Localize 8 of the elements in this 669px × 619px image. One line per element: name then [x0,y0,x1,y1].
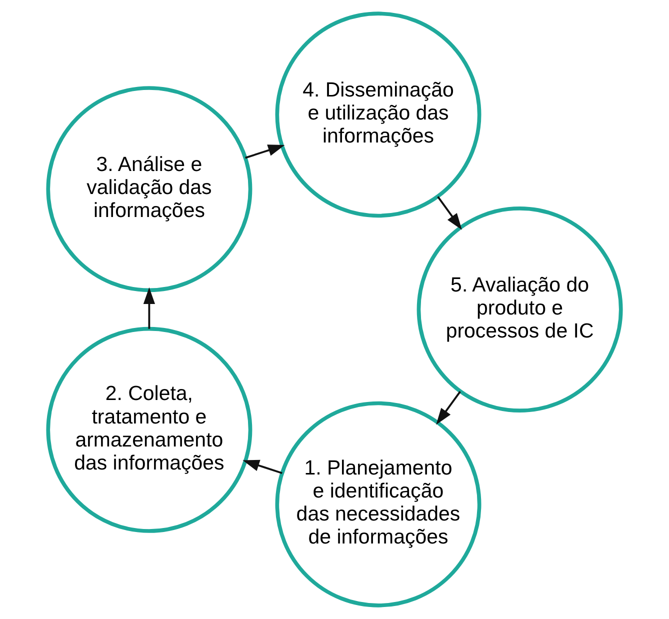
arrow [436,391,461,425]
arrow [437,196,462,230]
node-circle: 1. Planejamento e identificação das necessidades de informações [275,401,482,608]
arrow [143,287,156,329]
node-circle: 2. Coleta, tratamento e armazenamento das informações [46,326,252,533]
arrow [245,144,285,159]
node-circle: 3. Análise e validação das informações [46,86,252,292]
arrow [242,460,282,474]
